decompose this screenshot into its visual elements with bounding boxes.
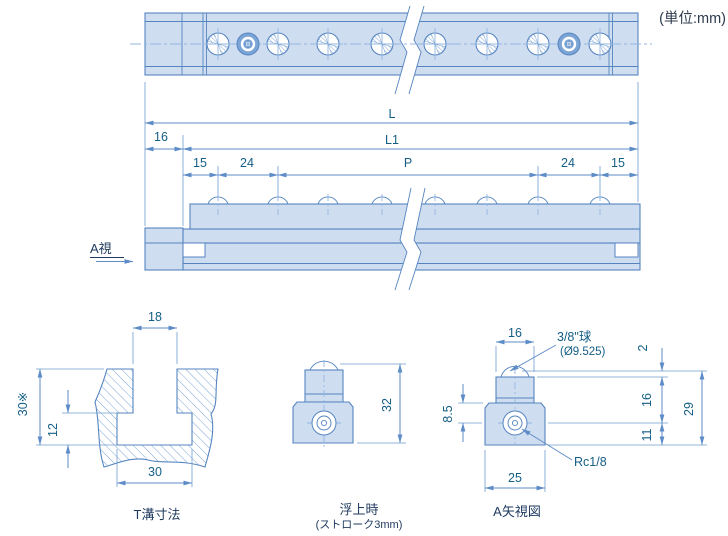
aview-dim-25: 25: [508, 471, 522, 485]
dim-15-right: 15: [611, 156, 625, 170]
dim-P: P: [404, 156, 412, 170]
aview-ball-label: 3/8"球: [557, 330, 592, 344]
aview-dim-8-5: 8.5: [441, 405, 455, 422]
dim-L1: L1: [385, 133, 399, 147]
float-caption: 浮上時: [339, 502, 378, 517]
break-gap: [395, 6, 424, 94]
aview-rc-label: Rc1/8: [574, 455, 607, 469]
aview-dim-16-height: 16: [640, 393, 654, 407]
t-groove-view: 18 30※ 12 30 T溝寸法: [16, 310, 219, 522]
float-subcaption: (ストローク3mm): [316, 518, 403, 531]
aview-dim-2: 2: [636, 344, 650, 351]
break-line: [408, 5, 425, 95]
aview-caption: A矢視図: [493, 504, 541, 519]
dim-24-right: 24: [561, 156, 575, 170]
side-view: A視: [90, 187, 641, 291]
a-arrow-view: 16 3/8"球 (Ø9.525) 2 16 11 29 8.5 Rc1/8 2…: [441, 326, 707, 519]
break-line: [394, 5, 411, 95]
aview-dim-29: 29: [682, 402, 696, 416]
dim-16-offset: 16: [154, 130, 168, 144]
dim-24-left: 24: [240, 156, 254, 170]
view-a-label: A視: [90, 241, 112, 256]
aview-ball-dia: (Ø9.525): [560, 346, 606, 358]
t-groove-section: [94, 368, 219, 468]
unit-note: (単位:mm): [659, 10, 726, 27]
float-dim-32: 32: [380, 398, 394, 412]
tgroove-dim-30-total: 30※: [16, 392, 30, 416]
break-line: [408, 187, 426, 291]
break-gap: [395, 188, 425, 290]
mounting-hole: [236, 32, 260, 56]
tgroove-dim-18: 18: [148, 310, 162, 324]
thread-leader: [521, 428, 573, 461]
floating-view: 32 浮上時 (ストローク3mm): [292, 360, 406, 531]
dim-L: L: [389, 107, 396, 121]
dim-15-left: 15: [193, 156, 207, 170]
tgroove-dim-12: 12: [46, 423, 60, 437]
aview-dim-16-width: 16: [508, 326, 522, 340]
end-block: [144, 227, 184, 271]
end-notch: [614, 242, 639, 258]
tgroove-caption: T溝寸法: [134, 507, 181, 522]
plan-view: [130, 5, 652, 95]
tgroove-dim-30-width: 30: [148, 465, 162, 479]
length-dimensions: L L1 16 15 24 P 24 15: [144, 82, 639, 226]
ball-leader: [509, 344, 557, 372]
end-notch: [182, 242, 206, 258]
mounting-hole: [557, 32, 581, 56]
aview-dim-11: 11: [640, 428, 654, 441]
break-line: [394, 187, 412, 291]
